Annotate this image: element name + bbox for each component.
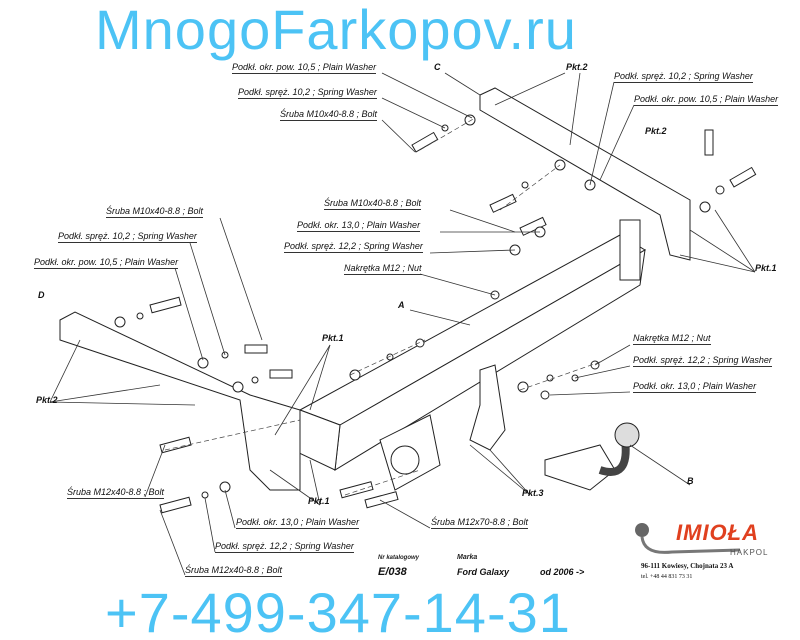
part-d-label: D [38,290,45,300]
brand-value: Ford Galaxy [457,567,510,577]
company-sub: HAKPOL [730,548,769,557]
callout-spring-washer-122: Podkł. spręż. 12,2 ; Spring Washer [284,241,423,253]
company-phone: tel. +48 44 831 73 31 [641,574,693,580]
watermark-phone: +7-499-347-14-31 [105,581,571,640]
callout-bolt-m12x40: Śruba M12x40-8.8 ; Bolt [67,487,165,499]
callout-spring-washer-102: Podkł. spręż. 10,2 ; Spring Washer [58,231,197,243]
callout-plain-washer-13: Podkł. okr. 13,0 ; Plain Washer [297,220,421,232]
leader-lines [49,72,756,576]
bracket-c [479,87,691,261]
pkt2-label: Pkt.2 [36,395,58,405]
callout-bolt-m10: Śruba M10x40-8.8 ; Bolt [324,198,422,210]
tow-ball-b [544,422,640,491]
catalog-number-label: Nr katalogowy [378,555,420,561]
callout-plain-washer-105: Podkł. okr. pow. 10,5 ; Plain Washer [634,94,779,106]
socket-icon [390,445,420,475]
watermark-site: MnogoFarkopov.ru [95,0,577,61]
callout-spring-washer-122: Podkł. spręż. 12,2 ; Spring Washer [215,541,354,553]
center-lines [164,117,601,496]
callout-spring-washer-122: Podkł. spręż. 12,2 ; Spring Washer [633,355,772,367]
company-logo-icon [635,523,741,554]
callout-nut-m12: Nakrętka M12 ; Nut [633,333,711,345]
part-c-label: C [434,62,441,72]
callout-plain-washer-105: Podkł. okr. pow. 10,5 ; Plain Washer [232,62,377,74]
company-name: IMIOŁA [676,520,759,545]
callout-spring-washer-102: Podkł. spręż. 10,2 ; Spring Washer [238,87,377,99]
callout-bolt-m10: Śruba M10x40-8.8 ; Bolt [106,206,204,218]
catalog-number: E/038 [378,566,407,578]
pkt1-label: Pkt.1 [322,333,344,343]
callout-plain-washer-13: Podkł. okr. 13,0 ; Plain Washer [236,517,360,529]
callout-nut-m12: Nakrętka M12 ; Nut [344,263,422,275]
part-a-label: A [398,300,405,310]
pkt2-label: Pkt.2 [645,126,667,136]
pkt1-label: Pkt.1 [308,496,330,506]
brand-label: Marka [457,554,478,561]
pkt3-label: Pkt.3 [522,488,544,498]
callout-plain-washer-13: Podkł. okr. 13,0 ; Plain Washer [633,381,757,393]
company-address: 96-111 Kowiesy, Chojnata 23 A [641,562,734,570]
part-b-label: B [687,476,694,486]
callout-plain-washer-105: Podkł. okr. pow. 10,5 ; Plain Washer [34,257,179,269]
callout-bolt-m10: Śruba M10x40-8.8 ; Bolt [280,109,378,121]
bracket-d [59,311,301,491]
callout-bolt-m12x70: Śruba M12x70-8.8 ; Bolt [431,517,529,529]
pkt1-label: Pkt.1 [755,263,777,273]
callout-spring-washer-102: Podkł. spręż. 10,2 ; Spring Washer [614,71,753,83]
crossbeam-a [296,219,646,471]
year-range: od 2006 -> [540,567,585,577]
pkt2-label: Pkt.2 [566,62,588,72]
callout-bolt-m12x40: Śruba M12x40-8.8 ; Bolt [185,565,283,577]
